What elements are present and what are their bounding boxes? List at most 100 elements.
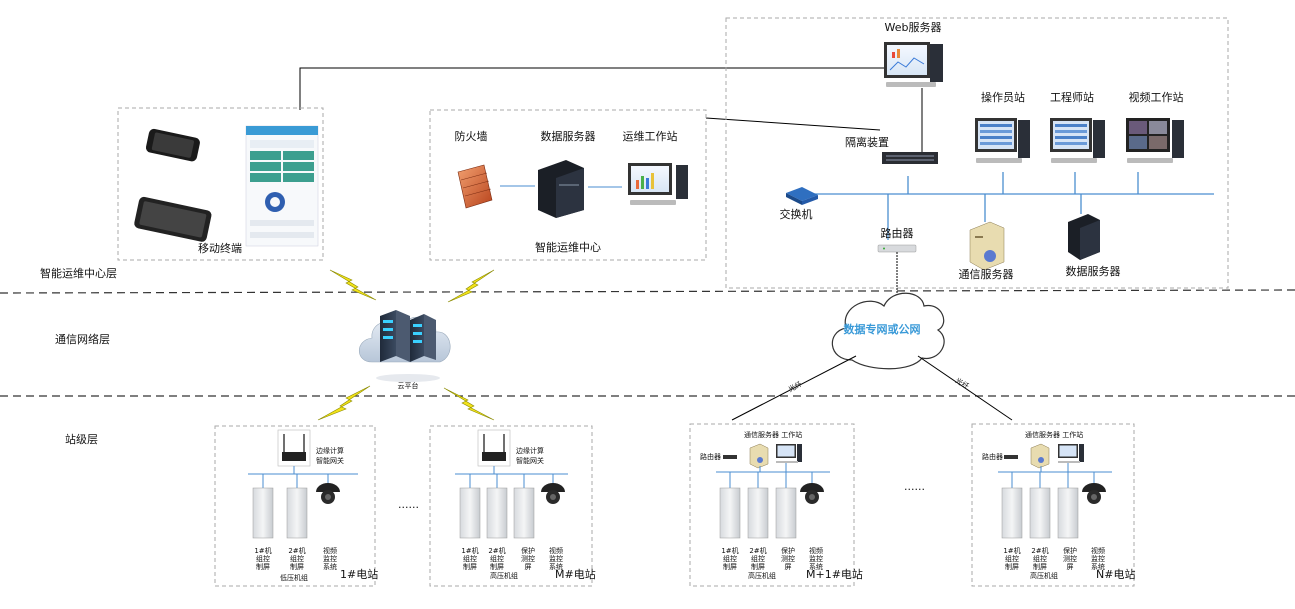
group-label: 高压机组: [748, 571, 776, 580]
protection-label: 测控: [1063, 554, 1077, 563]
mobile-terminal-group: 移动终端: [117, 107, 324, 261]
cabinet-label: 组控: [751, 554, 765, 563]
protection-label: 测控: [781, 554, 795, 563]
layer-label-network: 通信网络层: [55, 332, 110, 346]
web-server-label: Web服务器: [885, 21, 942, 34]
control-data-server-icon: [1068, 214, 1100, 260]
cabinet-label: 1#机: [1003, 546, 1020, 555]
cabinet-label: 组控: [256, 554, 270, 563]
ellipsis-left: ......: [398, 498, 419, 511]
ellipsis-right: ......: [904, 480, 925, 493]
camera-icon: [800, 483, 824, 504]
router-icon: [723, 455, 737, 459]
cabinet-label: 组控: [723, 554, 737, 563]
router-label: 路由器: [881, 226, 914, 240]
station-top-label: 通信服务器 工作站: [1025, 430, 1083, 439]
station-3-group: 通信服务器 工作站 路由器 1#机 组控 制屏 2#机 组控: [689, 423, 863, 587]
lightning-bolt-icon: [329, 269, 377, 301]
video-label: 视频: [1091, 546, 1105, 555]
group-label: 低压机组: [280, 573, 308, 582]
ops-center-title: 智能运维中心: [535, 240, 601, 254]
station-2-group: 边缘计算 智能网关 1#机 组控 制屏 2#机 组控 制屏 保护 测控 屏 视频…: [429, 425, 596, 587]
cabinet-label: 组控: [1033, 554, 1047, 563]
lightning-bolt-icon: [317, 385, 371, 421]
station-top-label: 通信服务器 工作站: [744, 430, 802, 439]
firewall-label: 防火墙: [455, 129, 488, 143]
video-station-icon: [1126, 118, 1184, 163]
station-4-group: 通信服务器 工作站 路由器 1#机 组控 制屏 2#机 组控: [971, 423, 1135, 587]
engineer-station-label: 工程师站: [1050, 90, 1094, 104]
cabinet-label: 2#机: [488, 546, 505, 555]
video-label: 视频: [323, 546, 337, 555]
video-label: 监控: [809, 554, 823, 563]
cloud-platform-label: 云平台: [398, 381, 419, 390]
network-cloud-shape: [831, 292, 945, 370]
cabinet-label: 组控: [463, 554, 477, 563]
operator-station-icon: [975, 118, 1030, 163]
layer-divider-top: [0, 289, 1295, 294]
group-label: 高压机组: [1030, 571, 1058, 580]
cloud-platform-group: 云平台: [358, 310, 451, 390]
control-cabinet-icon: [459, 487, 481, 539]
fiber-right-label: 光纤: [954, 376, 971, 391]
station-1-box: [214, 425, 376, 587]
edge-label-2: 智能网关: [516, 456, 544, 465]
fiber-left-line: [731, 355, 857, 421]
workstation-icon: [628, 163, 688, 205]
control-cabinet-icon: [719, 487, 741, 539]
cabinet-label: 2#机: [288, 546, 305, 555]
video-label: 视频: [809, 546, 823, 555]
workstation-icon: [1058, 444, 1084, 463]
cabinet-label: 1#机: [254, 546, 271, 555]
comm-server-label: 通信服务器: [959, 268, 1014, 281]
video-label: 视频: [549, 546, 563, 555]
comm-server-icon: [749, 443, 769, 469]
wire-ops-isolator: [705, 117, 881, 131]
mobile-terminal-box: [117, 107, 324, 261]
protection-label: 保护: [1063, 546, 1077, 555]
protection-label: 保护: [521, 546, 535, 555]
cabinet-label: 2#机: [1031, 546, 1048, 555]
control-cabinet-icon: [1029, 487, 1051, 539]
cabinet-label: 组控: [490, 554, 504, 563]
web-server-icon: [884, 42, 943, 87]
data-network-group: 数据专网或公网 光纤 光纤: [731, 292, 1013, 421]
control-cabinet-icon: [286, 487, 308, 539]
switch-label: 交换机: [780, 207, 813, 221]
protection-cabinet-icon: [1057, 487, 1079, 539]
video-station-label: 视频工作站: [1129, 90, 1184, 104]
cabinet-label: 1#机: [461, 546, 478, 555]
cabinet-label: 组控: [1005, 554, 1019, 563]
protection-label: 测控: [521, 554, 535, 563]
protection-label: 屏: [785, 563, 792, 571]
protection-label: 屏: [1067, 563, 1074, 571]
station-name: 1#电站: [340, 567, 378, 581]
operator-station-label: 操作员站: [981, 90, 1025, 104]
video-label: 监控: [549, 554, 563, 563]
engineer-station-icon: [1050, 118, 1105, 163]
server-tower-icon: [538, 160, 584, 218]
cabinet-label: 组控: [290, 554, 304, 563]
control-room-group: Web服务器 隔离装置 交换机: [725, 17, 1229, 296]
station-name: N#电站: [1096, 567, 1135, 581]
firewall-icon: [457, 164, 493, 209]
station-2-box: [429, 425, 593, 587]
control-cabinet-icon: [252, 487, 274, 539]
edge-label: 边缘计算: [316, 446, 344, 455]
station-3-box: [689, 423, 855, 587]
cabinet-label: 制屏: [1005, 562, 1019, 571]
video-label: 系统: [1091, 562, 1105, 571]
router-icon: [1004, 455, 1018, 459]
video-label: 系统: [549, 562, 563, 571]
control-cabinet-icon: [1001, 487, 1023, 539]
edge-gateway-icon: [477, 429, 511, 467]
comm-server-icon: [1030, 443, 1050, 469]
protection-label: 保护: [781, 546, 795, 555]
protection-label: 屏: [525, 563, 532, 571]
ops-center-box: [429, 109, 707, 261]
camera-icon: [541, 483, 565, 504]
lightning-bolt-icon: [447, 269, 495, 303]
cabinet-label: 制屏: [490, 562, 504, 571]
cabinet-label: 制屏: [751, 562, 765, 571]
